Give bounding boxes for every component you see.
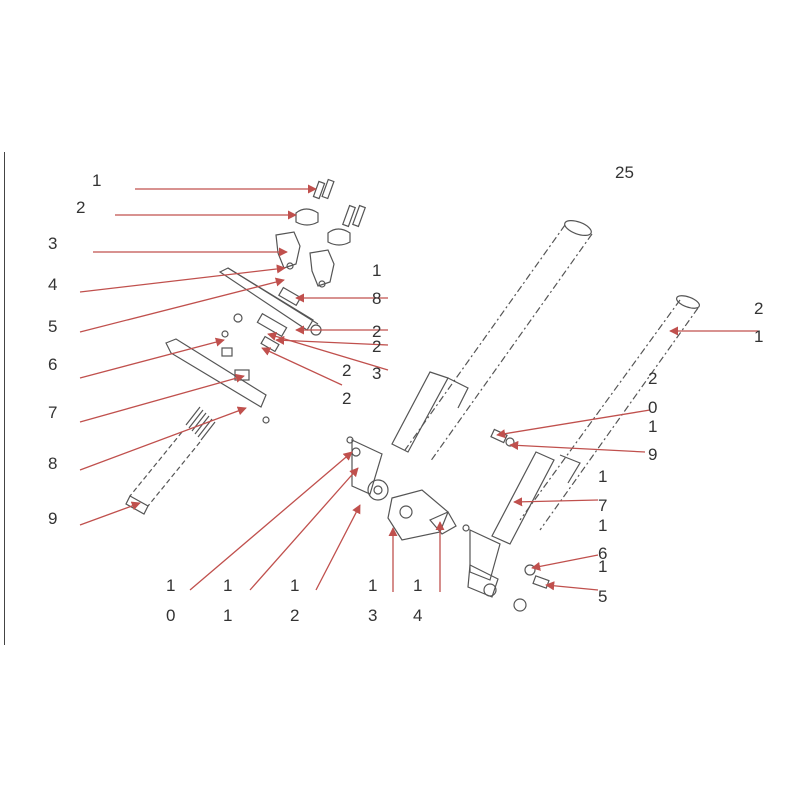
arrow-20 [496, 409, 651, 439]
callout-17-digit-1: 1 [598, 467, 608, 486]
arrow-22b [275, 335, 389, 346]
leader-arrows [79, 184, 758, 592]
callout-4-digit-1: 4 [48, 275, 58, 294]
arrow-11 [249, 467, 359, 591]
callout-14-digit-2: 4 [413, 606, 423, 625]
callout-3-digit-1: 3 [48, 234, 58, 253]
callout-17-digit-2: 7 [598, 496, 608, 515]
callout-23-digit-2: 3 [372, 364, 382, 383]
arrow-12 [315, 504, 361, 591]
upper-triple-clamp [218, 267, 322, 336]
callout-21-digit-1: 2 [754, 299, 764, 318]
callout-19-digit-1: 1 [648, 417, 658, 436]
callout-2-digit-1: 2 [76, 198, 86, 217]
callout-9-digit-1: 9 [48, 509, 58, 528]
top-bolts [312, 178, 367, 228]
callout-5-digit-1: 5 [48, 317, 58, 336]
callout-14-digit-1: 1 [413, 576, 423, 595]
callout-11-digit-1: 1 [223, 576, 233, 595]
right-fork-tube [491, 295, 701, 545]
callout-18-digit-1: 1 [372, 261, 382, 280]
arrow-4 [79, 264, 286, 293]
right-lower-slider [462, 524, 527, 612]
page-edge-line [4, 152, 5, 645]
arrow-10 [189, 451, 353, 591]
fork-spring [185, 406, 216, 441]
callout-15-digit-1: 1 [598, 557, 608, 576]
arrow-7 [79, 373, 245, 423]
brake-caliper [387, 489, 457, 541]
right-small-parts [490, 428, 550, 589]
left-fork-tube [391, 220, 593, 463]
handlebar-risers [275, 231, 335, 288]
page-number: 25 [615, 163, 634, 182]
arrow-8 [79, 406, 247, 471]
arrow-19 [509, 440, 646, 453]
callout-16-digit-2: 6 [598, 544, 608, 563]
callout-13-digit-1: 1 [368, 576, 378, 595]
callout-11-digit-2: 1 [223, 606, 233, 625]
arrow-17 [513, 497, 599, 507]
callout-6-digit-1: 6 [48, 355, 58, 374]
arrow-23 [267, 331, 389, 371]
fork-damper-tube [125, 431, 201, 515]
clamp-caps [295, 208, 351, 246]
callout-20-digit-1: 2 [648, 369, 658, 388]
callout-18-digit-2: 8 [372, 289, 382, 308]
callout-10-digit-2: 0 [166, 606, 176, 625]
steering-stem-parts [221, 312, 288, 357]
callout-1-digit-1: 1 [92, 171, 102, 190]
callout-20-digit-2: 0 [648, 398, 658, 417]
callout-7-digit-1: 7 [48, 403, 58, 422]
arrow-5 [79, 277, 285, 333]
left-lower-slider [346, 436, 389, 501]
callout-15-digit-2: 5 [598, 587, 608, 606]
arrow-24 [261, 347, 343, 386]
parts-line-art [125, 178, 701, 612]
callout-21-digit-2: 1 [754, 327, 764, 346]
callout-13-digit-2: 3 [368, 606, 378, 625]
callout-22b-digit-1: 2 [372, 337, 382, 356]
callout-12-digit-1: 1 [290, 576, 300, 595]
callout-8-digit-1: 8 [48, 454, 58, 473]
arrow-16 [531, 554, 599, 571]
callout-10-digit-1: 1 [166, 576, 176, 595]
callout-12-digit-2: 2 [290, 606, 300, 625]
callout-23-digit-1: 2 [342, 361, 352, 380]
arrow-15 [545, 581, 599, 591]
callout-24-digit-1: 2 [342, 389, 352, 408]
arrow-6 [79, 337, 225, 379]
callout-22a-digit-1: 2 [372, 322, 382, 341]
callout-19-digit-2: 9 [648, 445, 658, 464]
callout-16-digit-1: 1 [598, 516, 608, 535]
arrow-9 [79, 501, 141, 526]
